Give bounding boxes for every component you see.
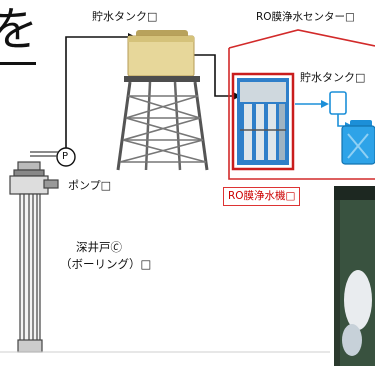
storage-tank-top-label: 貯水タンク□ xyxy=(92,10,158,23)
header-underline xyxy=(0,62,36,65)
well-label-line1: 深井戸🄫 xyxy=(76,240,122,254)
well-label-line2: （ボーリング）□ xyxy=(60,257,152,271)
photo-fragment xyxy=(334,186,375,366)
well-pipe-icon xyxy=(9,151,59,353)
header-glyph: を xyxy=(0,2,38,56)
storage-tank-right-label: 貯水タンク□ xyxy=(300,71,366,84)
ro-machine-label: RO膜浄水機□ xyxy=(223,187,301,206)
tower-icon xyxy=(116,30,209,171)
ro-machine-icon xyxy=(231,72,295,171)
tank-icon xyxy=(295,91,353,130)
pump-letter: P xyxy=(62,151,69,162)
ro-center-house xyxy=(228,29,375,180)
ro-center-label: RO膜浄水センター□ xyxy=(256,11,355,23)
water-can-icon xyxy=(341,120,375,165)
pump-icon xyxy=(56,147,76,167)
pump-label: ポンプ□ xyxy=(68,179,112,192)
